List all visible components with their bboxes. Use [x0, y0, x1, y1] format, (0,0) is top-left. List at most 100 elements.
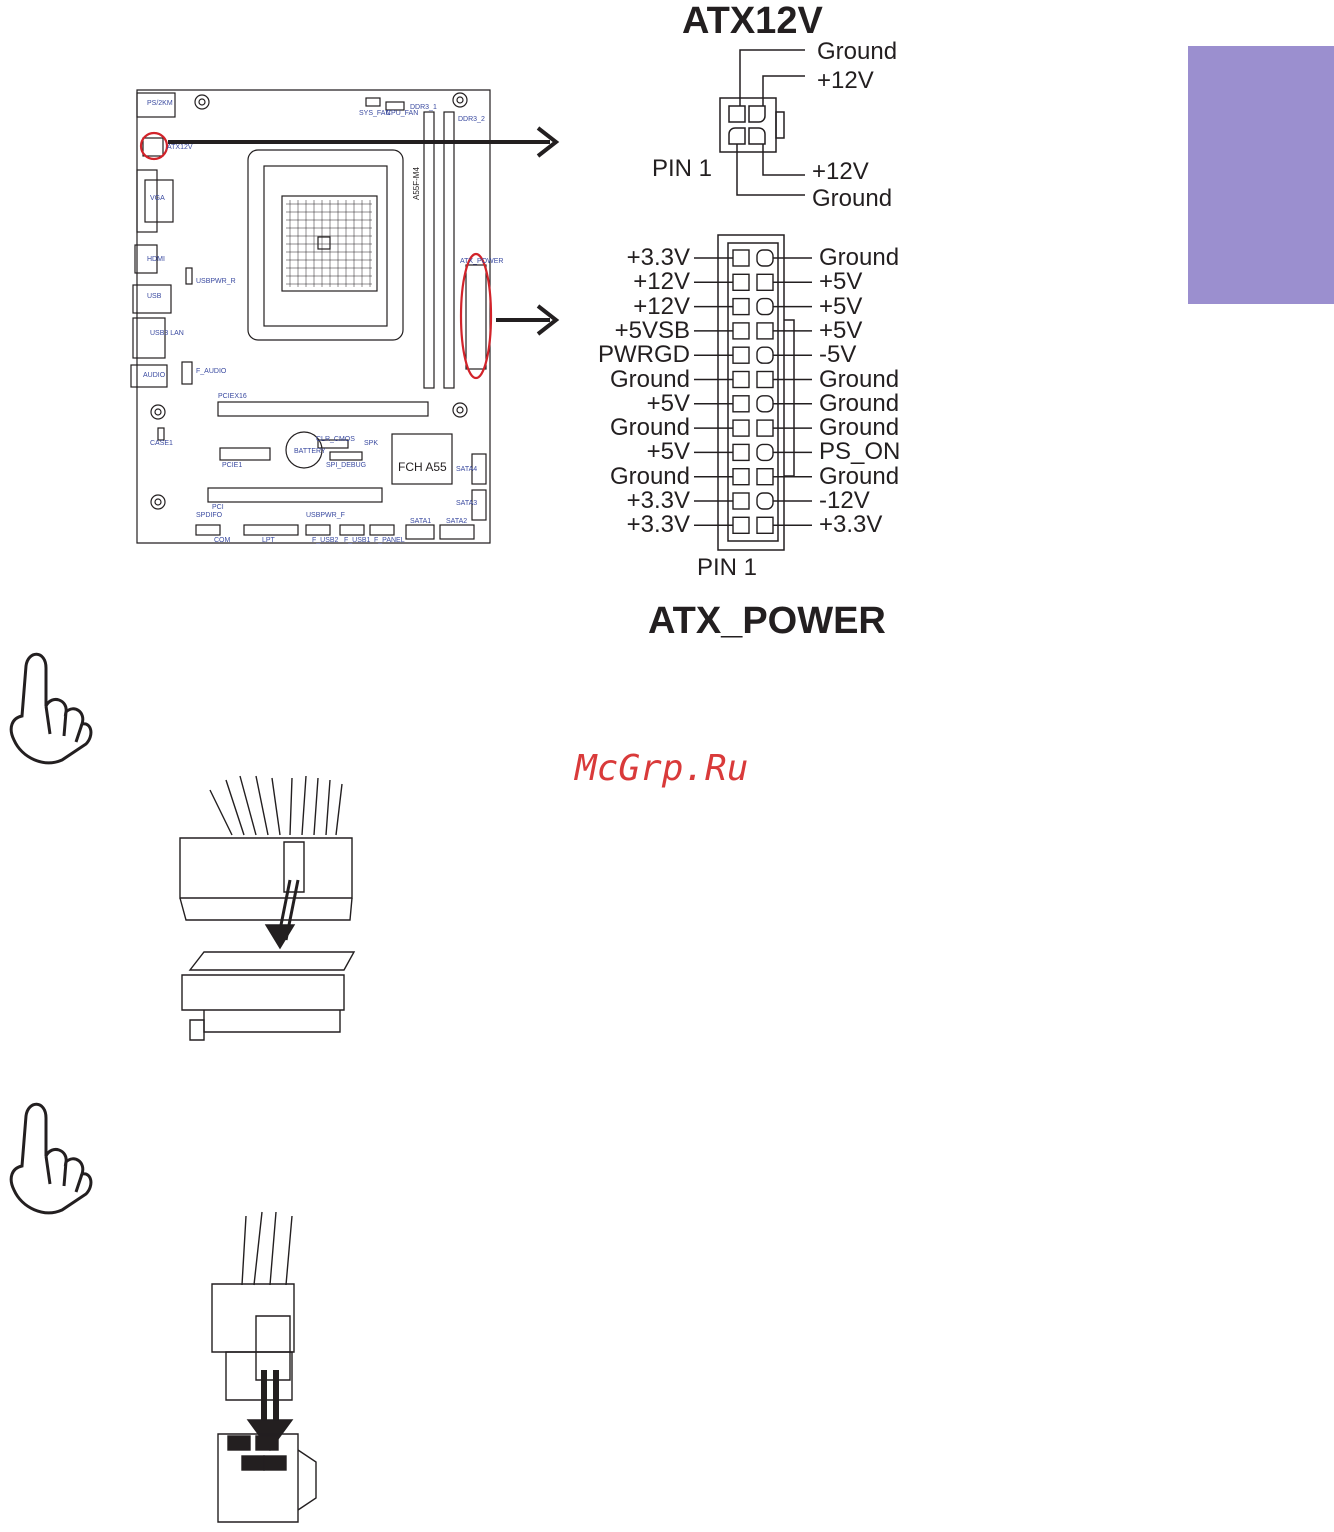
board-label-ddr3-1: DDR3_1 — [410, 104, 437, 111]
note-hand-icon — [9, 1102, 93, 1215]
atx12v-pin-label: Ground — [817, 38, 898, 65]
atx-power-right-pin — [756, 370, 774, 389]
atx-power-left-pin — [732, 370, 750, 389]
atx-power-left-pin — [732, 346, 750, 364]
atx-power-left-pin — [732, 395, 750, 413]
board-label-pci: PCI — [212, 504, 224, 511]
board-chip-label: FCH A55 — [398, 460, 447, 474]
atx-power-right-pin — [756, 322, 774, 340]
board-model-label: A55F-M4 — [412, 167, 421, 200]
atx-power-left-pin-label: +12V — [633, 268, 690, 296]
atx-power-left-pin — [732, 297, 750, 316]
atx12v-title: ATX12V — [682, 0, 823, 42]
board-label-atx12v: ATX12V — [167, 144, 193, 151]
atx-power-right-pin — [756, 468, 774, 486]
board-label-clr-cmos: CLR_CMOS — [316, 436, 355, 443]
board-label-usb-lan: USB3 LAN — [150, 330, 184, 337]
atx-power-left-pin — [732, 468, 750, 486]
atx-power-right-pin-label: +5V — [819, 316, 863, 344]
board-label-vga: VGA — [150, 195, 165, 202]
atx-power-left-pin-label: +3.3V — [626, 487, 690, 514]
atx-power-left-pin-label: Ground — [609, 462, 690, 490]
pointer-arrows — [168, 126, 560, 336]
board-label-pcie1: PCIE1 — [222, 462, 243, 469]
atx-power-right-pin-label: PS_ON — [819, 438, 901, 466]
atx12v-connector-drawing — [719, 49, 805, 196]
atx-power-right-pin — [756, 395, 774, 413]
board-label-battery: BATTERY — [294, 448, 326, 455]
watermark: McGrp.Ru — [575, 748, 749, 789]
board-label-sata4: SATA4 — [456, 466, 478, 473]
atx-power-right-pin — [756, 346, 774, 364]
board-label-spk: SPK — [364, 440, 379, 447]
atx12v-plug-illustration — [211, 1211, 317, 1523]
board-label-pciex16: PCIEX16 — [218, 393, 247, 400]
atx-power-left-pin-label: +3.3V — [626, 244, 690, 271]
board-label-hdmi: HDMI — [147, 256, 165, 263]
atx-power-left-pin-label: +3.3V — [626, 511, 690, 539]
atx12v-pin-label: Ground — [812, 185, 893, 212]
atx-power-right-pin-label: Ground — [819, 462, 900, 490]
highlight-rings — [139, 131, 493, 380]
atx-power-right-pin-label: +3.3V — [819, 511, 883, 539]
atx-power-right-pin-label: Ground — [819, 414, 900, 442]
board-label-f-usb1: F_USB1 — [344, 537, 371, 544]
board-label-sata1: SATA1 — [410, 518, 432, 525]
note-hand-icon — [9, 652, 93, 765]
atx-power-title: ATX_POWER — [648, 600, 886, 642]
atx-power-left-pin — [732, 492, 750, 510]
atx-power-left-pin-label: Ground — [609, 365, 690, 393]
board-label-usbpwr-f: USBPWR_F — [306, 512, 345, 519]
atx-power-right-pin-label: Ground — [819, 389, 900, 417]
atx-power-left-pin — [732, 419, 750, 437]
atx-power-left-pin — [732, 443, 750, 462]
atx-power-right-pin — [756, 297, 774, 316]
board-label-f-usb2: F_USB2 — [312, 537, 339, 544]
atx-power-right-pin — [756, 419, 774, 437]
atx-power-right-pin — [756, 516, 774, 534]
board-label-f-panel: F_PANEL — [374, 537, 405, 544]
atx12v-pin-label: +12V — [812, 158, 869, 185]
atx-power-left-pin — [732, 516, 750, 534]
board-label-atx-power: ATX_POWER — [460, 258, 504, 265]
atx-power-left-pin-label: +5V — [646, 438, 690, 466]
atx-power-left-pin-label: +5V — [646, 389, 690, 417]
board-label-sata2: SATA2 — [446, 518, 468, 525]
board-label-ps2: PS/2KM — [147, 100, 173, 107]
board-label-ddr3-2: DDR3_2 — [458, 116, 485, 123]
atx-power-right-pin-label: -12V — [819, 487, 870, 514]
atx-power-right-pin-label: Ground — [819, 244, 900, 271]
atx-power-left-pin-label: +12V — [633, 292, 690, 320]
atx-power-right-pin-label: +5V — [819, 292, 863, 320]
board-label-spdifo: SPDIFO — [196, 512, 223, 519]
atx-power-right-pin — [756, 249, 774, 267]
atx-power-right-pin — [756, 443, 774, 462]
board-label-usbpwr-r: USBPWR_R — [196, 278, 236, 285]
board-label-sys-fan: SYS_FAN — [359, 110, 391, 117]
board-label-f-audio: F_AUDIO — [196, 368, 227, 375]
board-label-usb: USB — [147, 293, 162, 300]
board-label-audio: AUDIO — [143, 372, 166, 379]
board-label-sata3: SATA3 — [456, 500, 478, 507]
atx-power-left-pin-label: Ground — [609, 414, 690, 442]
atx-power-right-pin — [756, 273, 774, 291]
chapter-tab — [1188, 46, 1334, 304]
atx12v-pin-label: +12V — [817, 67, 874, 94]
atx-power-right-pin-label: -5V — [819, 341, 857, 369]
atx12v-pin1-label: PIN 1 — [652, 155, 713, 182]
atx-power-left-pin — [732, 322, 750, 340]
board-label-lpt: LPT — [262, 537, 275, 544]
board-label-spi-debug: SPI_DEBUG — [326, 462, 367, 469]
atx-power-right-pin-label: Ground — [819, 365, 900, 393]
atx-power-right-pin — [756, 492, 774, 510]
board-label-cpu-fan: CPU_FAN — [386, 110, 419, 117]
motherboard — [130, 89, 491, 544]
atx-power-pin-marks — [694, 249, 812, 534]
atx-power-left-pin-label: +5VSB — [614, 316, 690, 344]
atx-power-right-pin-label: +5V — [819, 268, 863, 296]
atx-power-connector-drawing — [717, 234, 795, 551]
atx-plug-illustration — [179, 775, 356, 1041]
board-label-com: COM — [214, 537, 231, 544]
board-label-case1: CASE1 — [150, 440, 173, 447]
